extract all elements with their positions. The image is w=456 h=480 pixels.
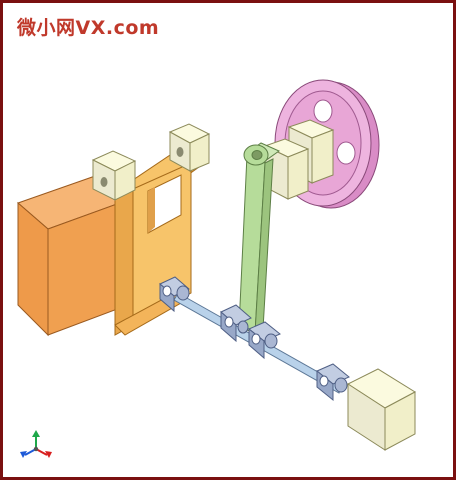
bearing-block-front — [263, 138, 310, 200]
axis-triad-icon — [20, 430, 52, 458]
watermark-logo: 微小网VX.com — [17, 17, 160, 39]
guide-block-right — [168, 123, 211, 172]
flywheel-hole-right — [336, 141, 356, 165]
motor-housing — [17, 174, 129, 337]
flywheel-hole-top — [313, 99, 333, 123]
rod-joint-left — [159, 276, 190, 313]
slider-block — [346, 368, 417, 451]
rod-joint-middle-1 — [220, 304, 252, 343]
rod-joint-middle-2 — [248, 321, 281, 360]
mechanism-scene — [17, 79, 417, 458]
rod-joint-right — [316, 363, 350, 402]
guide-block-left — [91, 150, 137, 201]
connecting-link — [238, 142, 281, 334]
